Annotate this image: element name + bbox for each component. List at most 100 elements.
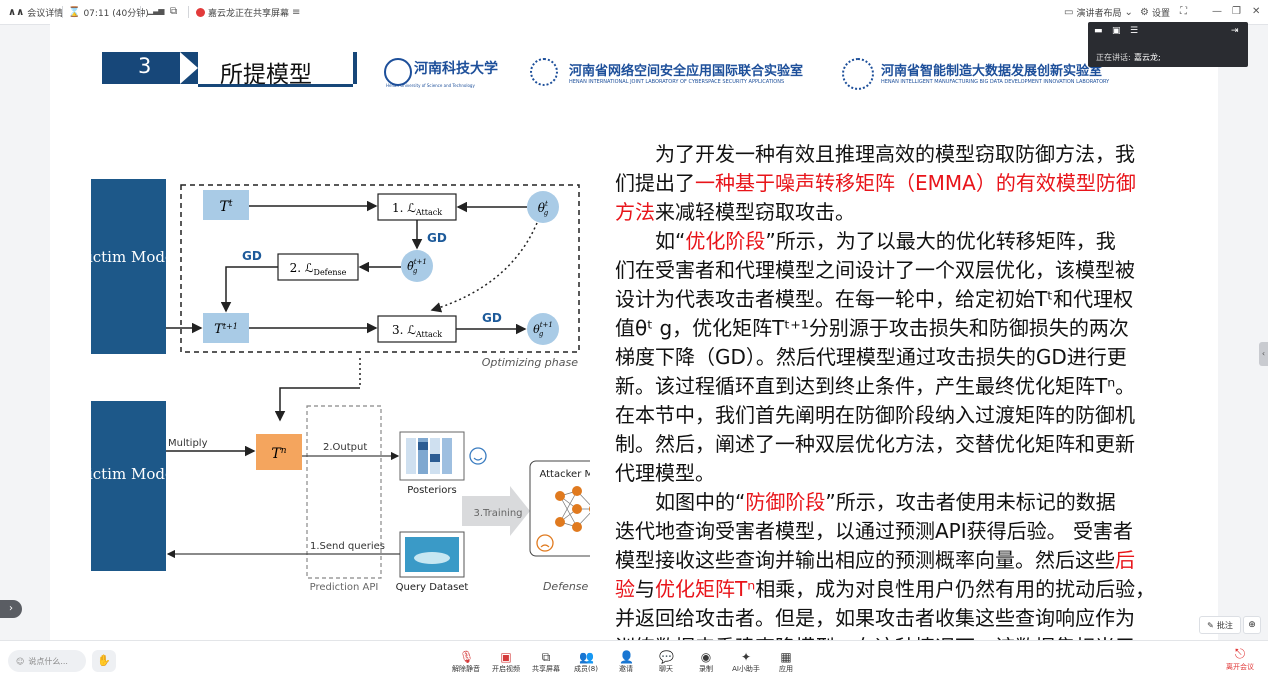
paragraph-text: 值θᵗ g，优化矩阵Tᵗ⁺¹分别源于攻击损失和防御损失的两次: [615, 316, 1129, 340]
settings-button[interactable]: ⚙ 设置: [1140, 6, 1170, 19]
dock-collapse-icon[interactable]: ▬: [1094, 26, 1103, 36]
attacker-model-label: Attacker Model: [539, 469, 590, 480]
close-icon[interactable]: ✕: [1252, 6, 1261, 17]
leave-meeting-button[interactable]: ⎋ 离开会议: [1220, 647, 1260, 672]
toolbar-camera-off-button[interactable]: ▣开启视频: [490, 650, 522, 674]
dock-grid-icon[interactable]: ▣: [1112, 26, 1121, 36]
dotted-update-arrow: [430, 222, 538, 313]
arrow-defense-to-t-next: [220, 266, 278, 313]
toolbar-ai-assistant-button[interactable]: ✦AI小助手: [730, 650, 762, 674]
logo-university-english: Henan University of Science and Technolo…: [386, 83, 475, 88]
posteriors-column: [418, 438, 428, 474]
defense-phase-label: Defense phase: [543, 580, 590, 593]
apps-icon: ▦: [780, 650, 792, 664]
restore-icon[interactable]: ❐: [1232, 6, 1241, 17]
highlighted-text: 后: [1115, 548, 1135, 572]
attacker-model-box: [529, 460, 590, 557]
logo-bigdata-lab-english: HENAN INTELLIGENT MANUFACTURING BIG DATA…: [881, 79, 1110, 85]
toolbar-members-button[interactable]: 👥成员(8): [570, 650, 602, 674]
toolbar-chat-button[interactable]: 💬聊天: [650, 650, 682, 674]
posteriors-label: Posteriors: [407, 485, 456, 496]
bigdata-lab-logo-icon: [842, 58, 874, 90]
sharing-status[interactable]: 嘉云龙正在共享屏幕 ≡: [196, 6, 300, 19]
slide-paragraph: 为了开发一种有效且推理高效的模型窃取防御方法，我们提出了一种基于噪声转移矩阵（E…: [615, 140, 1195, 640]
emma-diagram: Victim Model Tt 1. ℒAttack θtg GD θ̃t+1g…: [90, 179, 590, 593]
gear-icon: ⚙: [1140, 7, 1149, 18]
toolbar-label: 解除静音: [452, 665, 480, 673]
highlighted-text: 防御阶段: [745, 490, 826, 514]
victim-model-block-bottom: [91, 401, 166, 571]
neural-network-icon: [555, 486, 590, 532]
happy-face-icon: [469, 447, 487, 465]
side-panel-tab[interactable]: ‹: [1259, 342, 1268, 366]
section-title: 所提模型: [220, 62, 312, 88]
posteriors-cell: [418, 442, 428, 450]
attack-loss-box-1: [377, 193, 457, 221]
expand-panel-button[interactable]: ›: [0, 600, 22, 618]
chat-input[interactable]: ☺说点什么...: [8, 650, 86, 672]
logo-bigdata-lab-name: 河南省智能制造大数据发展创新实验室: [881, 64, 1103, 79]
multiply-label: Multiply: [168, 438, 208, 449]
paragraph-text: 模型接收这些查询并输出相应的预测概率向量。然后这些: [615, 548, 1115, 572]
paragraph-text: 相乘，成为对良性用户仍然有用的扰动后验，: [755, 577, 1156, 601]
theta-next-node: [527, 313, 559, 345]
minimize-icon[interactable]: —: [1212, 6, 1222, 17]
mic-muted-icon: 🎙: [459, 650, 475, 664]
paragraph-text: 迭代地查询受害者模型，以通过预测API获得后验。 受害者: [615, 519, 1133, 543]
exit-icon: ⎋: [1234, 647, 1246, 662]
divider: [140, 6, 141, 18]
signal-strength-icon[interactable]: ▁▃▅: [148, 6, 165, 15]
query-dataset-label: Query Dataset: [396, 582, 469, 593]
raise-hand-button[interactable]: ✋: [92, 650, 116, 672]
paragraph-text: 设计为代表攻击者模型。在每一轮中，给定初始Tᵗ和代理权: [615, 287, 1134, 311]
paragraph-text: 如“: [615, 229, 686, 253]
happy-face-mouth: [473, 457, 483, 461]
external-link-icon[interactable]: ⧉: [170, 6, 178, 17]
paragraph-text: 训练数据来重建克隆模型，在这种情况下，该数据集相当于: [615, 635, 1135, 640]
recording-indicator-icon: [196, 8, 205, 17]
ai-assistant-icon: ✦: [740, 650, 752, 664]
paragraph-line: 并返回给攻击者。但是，如果攻击者收集这些查询响应作为: [615, 604, 1195, 633]
meeting-details-button[interactable]: ∧∧ 会议详情: [8, 6, 63, 19]
prediction-api-label: Prediction API: [310, 582, 379, 593]
dock-list-icon[interactable]: ☰: [1130, 26, 1139, 36]
toolbar-label: 录制: [699, 665, 713, 673]
speaker-name: 嘉云龙;: [1134, 53, 1161, 62]
highlighted-text: 优化阶段: [685, 229, 766, 253]
paragraph-line: 验与优化矩阵Tⁿ相乘，成为对良性用户仍然有用的扰动后验，: [615, 575, 1195, 604]
toolbar-label: 共享屏幕: [532, 665, 560, 673]
toolbar-share-screen-button[interactable]: ⧉共享屏幕: [530, 650, 562, 674]
toolbar-invite-button[interactable]: 👤邀请: [610, 650, 642, 674]
paragraph-text: ”所示，攻击者使用未标记的数据: [825, 490, 1116, 514]
toolbar-label: 开启视频: [492, 665, 520, 673]
divider: [62, 6, 63, 18]
toolbar-mic-muted-button[interactable]: 🎙解除静音: [450, 650, 482, 674]
paragraph-line: 新。该过程循环直到达到终止条件，产生最终优化矩阵Tⁿ。: [615, 372, 1195, 401]
paragraph-text: 梯度下降（GD）。然后代理模型通过攻击损失的GD进行更: [615, 345, 1127, 369]
toolbar-record-button[interactable]: ◉录制: [690, 650, 722, 674]
annotate-button[interactable]: ✎批注: [1199, 616, 1241, 634]
paragraph-text: 如图中的“: [615, 490, 746, 514]
chevron-right-icon: ›: [9, 603, 13, 614]
meeting-top-bar: ∧∧ 会议详情 ⌛ 07:11 (40分钟) ⌄ ▁▃▅ ⧉ 嘉云龙正在共享屏幕…: [0, 0, 1268, 25]
paragraph-line: 制。然后，阐述了一种双层优化方法，交替优化矩阵和更新: [615, 430, 1195, 459]
paragraph-line: 迭代地查询受害者模型，以通过预测API获得后验。 受害者: [615, 517, 1195, 546]
layout-button[interactable]: ▭ 演讲者布局 ⌄: [1064, 6, 1133, 19]
paragraph-line: 值θᵗ g，优化矩阵Tᵗ⁺¹分别源于攻击损失和防御损失的两次: [615, 314, 1195, 343]
zoom-icon[interactable]: ⊕: [1243, 616, 1261, 634]
output-label: 2.Output: [323, 442, 367, 453]
meeting-timer[interactable]: ⌛ 07:11 (40分钟) ⌄: [68, 6, 160, 19]
sharing-status-text: 嘉云龙正在共享屏幕: [208, 9, 290, 19]
paragraph-line: 训练数据来重建克隆模型，在这种情况下，该数据集相当于: [615, 633, 1195, 640]
invite-icon: 👤: [619, 650, 634, 664]
paragraph-line: 如图中的“防御阶段”所示，攻击者使用未标记的数据: [615, 488, 1195, 517]
fullscreen-icon[interactable]: ⛶: [1180, 6, 1187, 17]
toolbar-apps-button[interactable]: ▦应用: [770, 650, 802, 674]
paragraph-line: 在本节中，我们首先阐明在防御阶段纳入过渡矩阵的防御机: [615, 401, 1195, 430]
dock-expand-icon[interactable]: ⇥: [1231, 26, 1239, 36]
matrix-t-next-block: [203, 313, 249, 343]
paragraph-text: 来减轻模型窃取攻击。: [655, 200, 855, 224]
paragraph-text: ”所示，为了以最大的优化转移矩阵，我: [765, 229, 1116, 253]
defense-loss-box: [277, 253, 359, 281]
